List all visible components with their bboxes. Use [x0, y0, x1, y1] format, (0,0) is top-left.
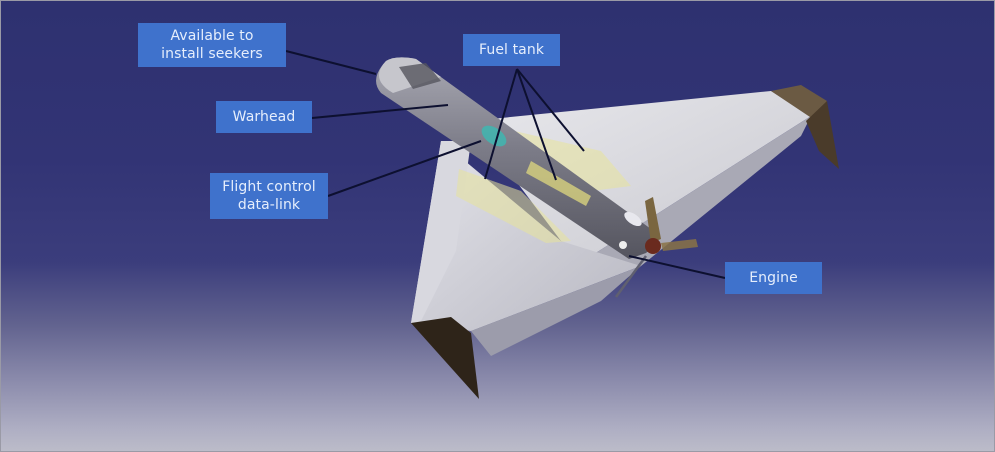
label-warhead-text: Warhead — [232, 109, 296, 125]
leader-fuel-2 — [516, 68, 557, 181]
fuselage — [376, 57, 655, 260]
label-fuel-tank-text: Fuel tank — [478, 42, 545, 58]
propeller — [614, 197, 698, 298]
label-flight-control-line2: data-link — [237, 197, 301, 213]
leader-fuel-1 — [484, 68, 518, 180]
label-warhead: Warhead — [216, 101, 312, 133]
leader-seekers — [285, 50, 377, 75]
leader-engine — [628, 255, 726, 279]
label-seekers-line2: install seekers — [161, 46, 263, 62]
leader-flight-control — [327, 140, 482, 197]
leader-lines — [285, 50, 726, 279]
label-seekers-line1: Available to — [170, 28, 254, 44]
label-engine-text: Engine — [749, 270, 798, 286]
label-flight-control: Flight control data-link — [210, 173, 328, 219]
leader-warhead — [311, 104, 449, 119]
label-flight-control-line1: Flight control — [222, 179, 316, 195]
label-seekers: Available to install seekers — [138, 23, 286, 67]
leader-fuel-3 — [516, 68, 585, 152]
fuel-tanks — [456, 129, 631, 243]
label-engine: Engine — [725, 262, 822, 294]
label-fuel-tank: Fuel tank — [463, 34, 560, 66]
